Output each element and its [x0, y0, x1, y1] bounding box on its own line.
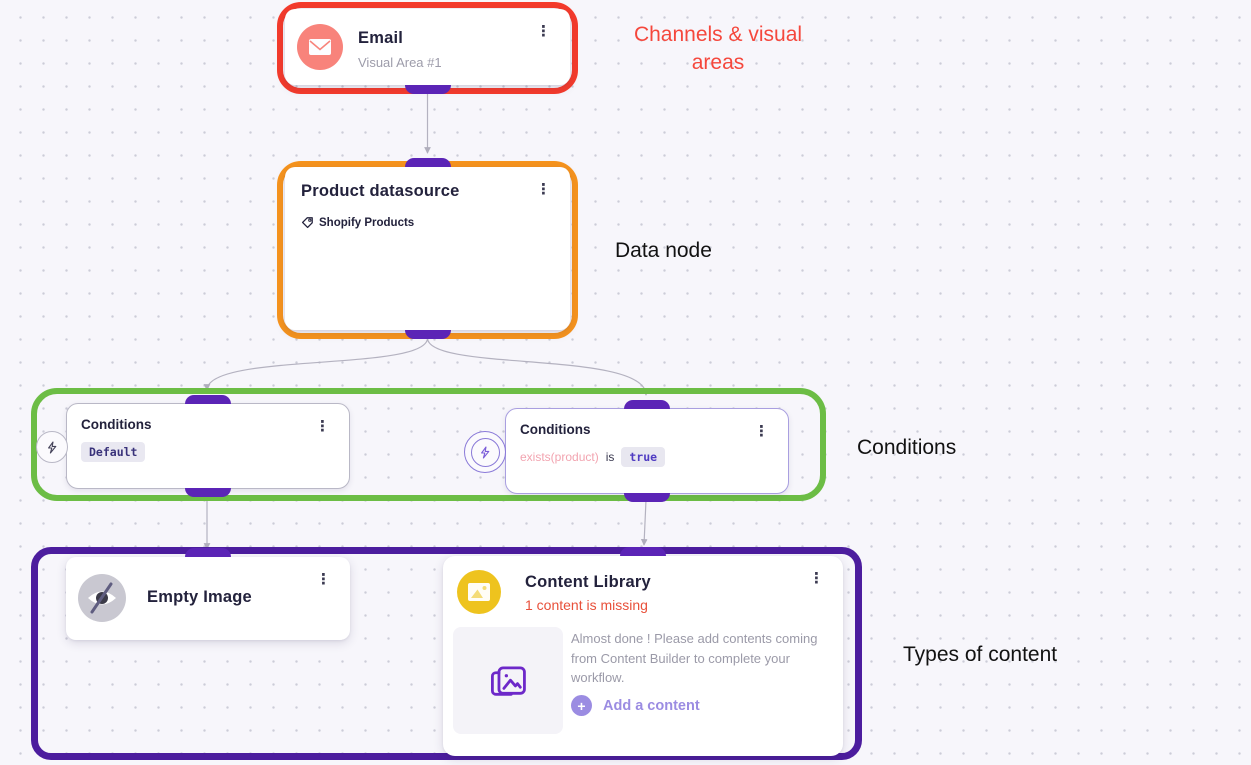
library-message: Almost done ! Please add contents coming… — [571, 631, 818, 685]
input-port[interactable] — [404, 158, 451, 167]
product-datasource-node[interactable]: Product datasource ⋮ Shopify Products — [285, 158, 570, 339]
condition-exists-node[interactable]: Conditions ⋮ exists(product) is true — [464, 400, 789, 502]
condition-expression: exists(product) — [520, 450, 599, 464]
annotation-label-types-of-content: Types of content — [903, 643, 1058, 666]
lightning-icon — [464, 431, 506, 473]
input-port[interactable] — [620, 547, 666, 556]
empty-image-node[interactable]: Empty Image ⋮ — [66, 548, 350, 640]
image-icon — [457, 570, 501, 614]
default-badge: Default — [81, 442, 146, 462]
add-content-button[interactable]: + Add a content — [571, 695, 700, 716]
condition-value-badge: true — [621, 447, 666, 467]
add-content-label: Add a content — [603, 697, 700, 714]
kebab-menu-icon[interactable]: ⋮ — [536, 180, 551, 198]
datasource-row: Shopify Products — [301, 216, 414, 229]
input-port[interactable] — [185, 548, 231, 557]
condition-default-node[interactable]: Conditions ⋮ Default — [36, 395, 350, 497]
datasource-label: Shopify Products — [319, 216, 415, 229]
content-library-title: Content Library — [525, 573, 651, 591]
hidden-eye-icon — [78, 574, 126, 622]
missing-content-warning: 1 content is missing — [525, 597, 648, 613]
plus-icon: + — [571, 695, 592, 716]
email-node-subtitle: Visual Area #1 — [358, 55, 442, 70]
condition-title: Conditions — [520, 422, 591, 437]
empty-image-title: Empty Image — [147, 588, 252, 606]
output-port[interactable] — [404, 330, 451, 339]
kebab-menu-icon[interactable]: ⋮ — [536, 22, 551, 40]
edge-condition-content-library — [640, 499, 648, 546]
kebab-menu-icon[interactable]: ⋮ — [315, 417, 330, 435]
annotation-label-channels: Channels & visual areas — [633, 23, 803, 75]
input-port[interactable] — [624, 400, 670, 409]
kebab-menu-icon[interactable]: ⋮ — [754, 422, 769, 440]
product-datasource-title: Product datasource — [301, 182, 460, 200]
tag-icon — [301, 217, 313, 229]
condition-title: Conditions — [81, 417, 152, 432]
content-placeholder-panel — [453, 627, 563, 734]
output-port[interactable] — [185, 488, 231, 497]
kebab-menu-icon[interactable]: ⋮ — [809, 569, 824, 587]
annotation-label-data-node: Data node — [615, 239, 712, 262]
output-port[interactable] — [624, 493, 670, 502]
email-node-title: Email — [358, 29, 404, 47]
kebab-menu-icon[interactable]: ⋮ — [316, 570, 331, 588]
condition-operator: is — [605, 450, 615, 464]
input-port[interactable] — [185, 395, 231, 404]
edge-product-condition-right — [426, 337, 650, 396]
email-node[interactable]: Email Visual Area #1 ⋮ — [285, 9, 570, 94]
output-port[interactable] — [404, 85, 451, 94]
image-stack-icon — [490, 665, 526, 696]
edge-product-condition-left — [203, 337, 429, 391]
content-library-node[interactable]: Content Library 1 content is missing ⋮ A… — [443, 547, 843, 756]
email-icon — [297, 24, 343, 70]
annotation-label-conditions: Conditions — [857, 436, 957, 459]
lightning-icon — [36, 431, 68, 463]
